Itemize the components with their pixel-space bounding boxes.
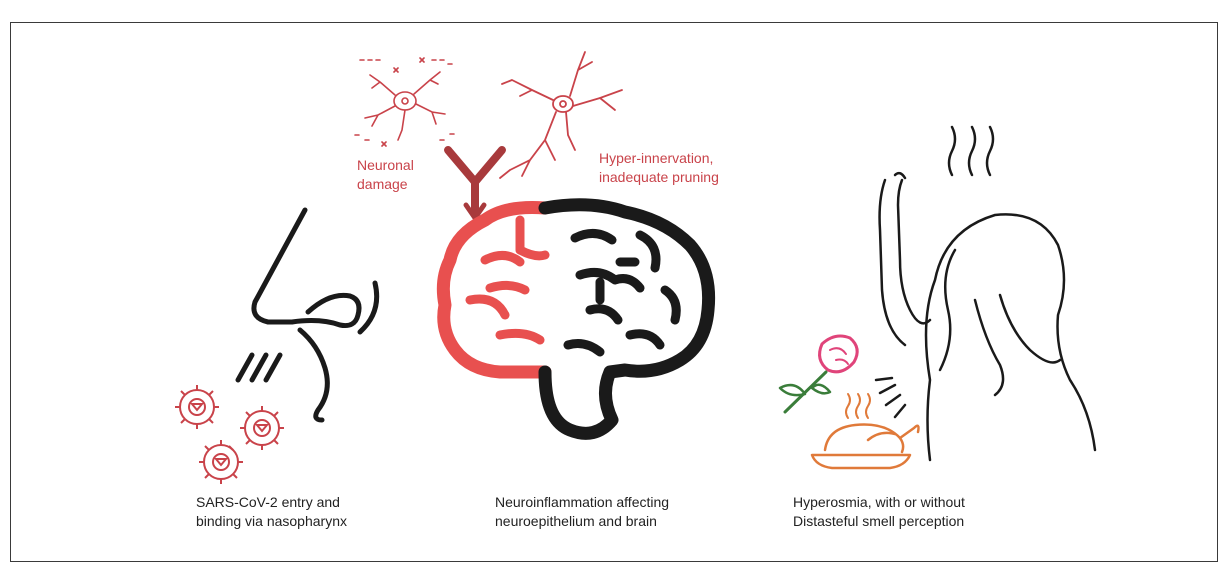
sars-caption-line1: SARS-CoV-2 entry and [196, 493, 347, 512]
brain-icon [443, 205, 708, 434]
neuroinflammation-caption: Neuroinflammation affecting neuroepithel… [495, 493, 669, 531]
neuro-caption-line2: neuroepithelium and brain [495, 512, 669, 531]
neuronal-damage-label: Neuronal damage [357, 156, 414, 194]
hyper-caption-line1: Hyperosmia, with or without [793, 493, 965, 512]
sars-caption-line2: binding via nasopharynx [196, 512, 347, 531]
rose-icon [780, 336, 857, 412]
virus-icon [199, 440, 243, 484]
roast-chicken-icon [812, 394, 919, 468]
neuro-caption-line1: Neuroinflammation affecting [495, 493, 669, 512]
neuronal-damage-line2: damage [357, 175, 414, 194]
neuronal-damage-line1: Neuronal [357, 156, 414, 175]
virus-icon [175, 385, 219, 429]
hyper-caption-line2: Distasteful smell perception [793, 512, 965, 531]
damaged-neuron-icon [355, 58, 454, 146]
nose-icon [238, 210, 377, 420]
hyper-innervation-label: Hyper-innervation, inadequate pruning [599, 149, 719, 187]
distressed-person-icon [876, 127, 1095, 460]
hyper-innervation-line2: inadequate pruning [599, 168, 719, 187]
sars-entry-caption: SARS-CoV-2 entry and binding via nasopha… [196, 493, 347, 531]
virus-icon [240, 406, 284, 450]
hyper-innervation-line1: Hyper-innervation, [599, 149, 719, 168]
hyperosmia-caption: Hyperosmia, with or without Distasteful … [793, 493, 965, 531]
